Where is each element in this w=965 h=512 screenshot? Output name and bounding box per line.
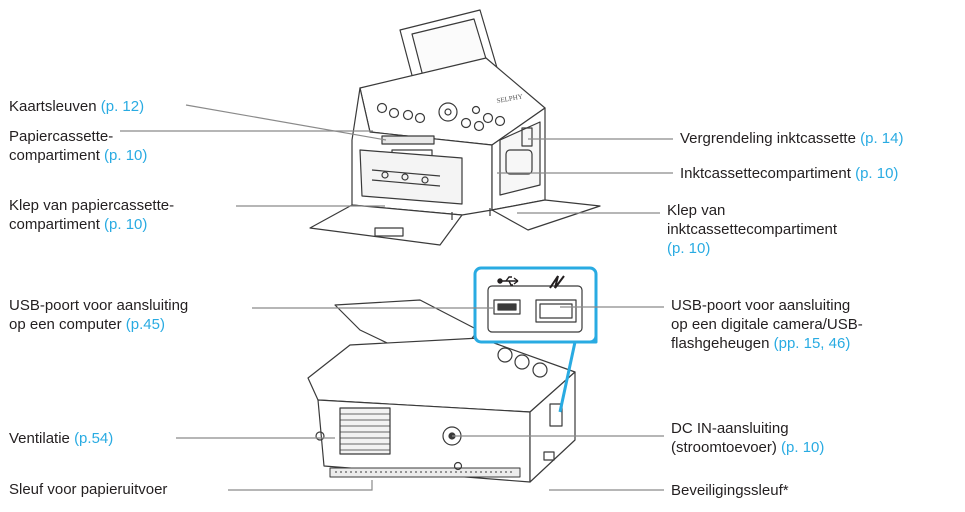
label-dc-in-line1: DC IN-aansluiting [671, 420, 789, 437]
label-dc-in-ref[interactable]: (p. 10) [781, 439, 825, 456]
label-paper-cover-ref[interactable]: (p. 10) [104, 216, 148, 233]
label-ink-compartment-text: Inktcassettecompartiment [680, 165, 851, 182]
label-paper-cover: Klep van papiercassette- compartiment (p… [9, 196, 174, 234]
label-ink-cover: Klep van inktcassettecompartiment (p. 10… [667, 201, 837, 258]
printer-rear-view [307, 299, 576, 483]
control-buttons [376, 102, 506, 132]
label-ink-lock: Vergrendeling inktcassette (p. 14) [680, 129, 903, 148]
label-ventilation-text: Ventilatie [9, 430, 70, 447]
label-ventilation: Ventilatie (p.54) [9, 429, 113, 448]
label-paper-cover-line1: Klep van papiercassette- [9, 197, 175, 214]
usb-callout [473, 266, 598, 413]
label-ink-cover-line2: inktcassettecompartiment [667, 221, 838, 238]
label-paper-compartment: Papiercassette- compartiment (p. 10) [9, 127, 147, 165]
label-paper-output: Sleuf voor papieruitvoer [9, 480, 167, 499]
leader-paper-output [228, 480, 373, 491]
label-usb-camera: USB-poort voor aansluiting op een digita… [671, 296, 863, 353]
label-paper-output-text: Sleuf voor papieruitvoer [9, 481, 168, 498]
label-paper-compartment-line1: Papiercassette- [9, 128, 114, 145]
label-card-slots-text: Kaartsleuven [9, 98, 97, 115]
label-card-slots: Kaartsleuven (p. 12) [9, 97, 144, 116]
label-security-text: Beveiligingssleuf* [671, 482, 789, 499]
label-usb-computer-line1: USB-poort voor aansluiting [9, 297, 189, 314]
label-ink-cover-line1: Klep van [667, 202, 726, 219]
label-dc-in-line2: (stroomtoevoer) [671, 439, 777, 456]
pictbridge-icon [549, 275, 565, 289]
printer-front-view [309, 9, 601, 246]
usb-icon [497, 276, 519, 286]
label-paper-cover-line2: compartiment [9, 216, 100, 233]
label-usb-computer-ref[interactable]: (p.45) [125, 316, 165, 333]
leader-card-slots [185, 104, 387, 141]
label-ink-lock-text: Vergrendeling inktcassette [680, 130, 856, 147]
label-usb-camera-line2: op een digitale camera/USB- [671, 316, 863, 333]
label-ink-compartment-ref[interactable]: (p. 10) [855, 165, 899, 182]
label-usb-computer: USB-poort voor aansluiting op een comput… [9, 296, 188, 334]
ventilation-grill [339, 407, 391, 455]
label-card-slots-ref[interactable]: (p. 12) [100, 98, 145, 115]
label-usb-camera-line1: USB-poort voor aansluiting [671, 297, 851, 314]
label-security: Beveiligingssleuf* [671, 481, 789, 500]
label-paper-compartment-ref[interactable]: (p. 10) [104, 147, 148, 164]
label-ventilation-ref[interactable]: (p.54) [74, 430, 114, 447]
label-usb-camera-ref[interactable]: (pp. 15, 46) [773, 335, 851, 352]
label-ink-lock-ref[interactable]: (p. 14) [860, 130, 904, 147]
label-paper-compartment-line2: compartiment [9, 147, 100, 164]
label-dc-in: DC IN-aansluiting (stroomtoevoer) (p. 10… [671, 419, 824, 457]
label-usb-computer-line2: op een computer [9, 316, 122, 333]
label-usb-camera-line3: flashgeheugen [671, 335, 770, 352]
label-ink-compartment: Inktcassettecompartiment (p. 10) [680, 164, 898, 183]
label-ink-cover-ref[interactable]: (p. 10) [667, 240, 711, 257]
